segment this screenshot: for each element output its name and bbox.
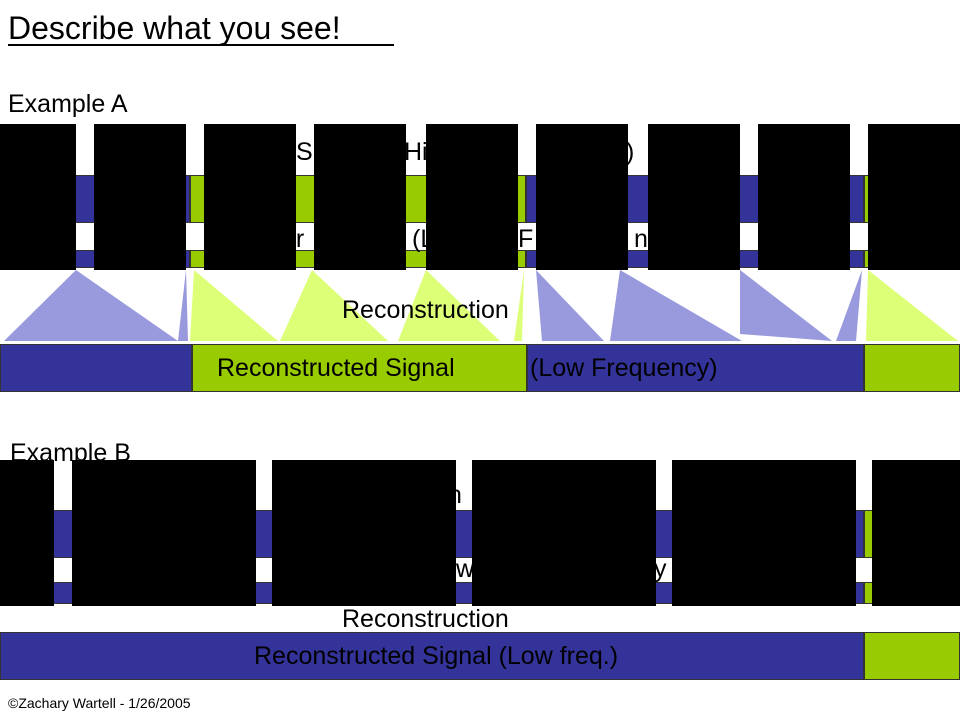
reconstructed-segment-navy — [0, 344, 192, 392]
example-a-samples-label-fragment: F — [518, 225, 534, 253]
example-a-reconstructed-label: Reconstructed Signal — [217, 354, 455, 382]
example-a-signal-label-fragment: S — [296, 138, 313, 166]
example-b-reconstructed-label: Reconstructed Signal (Low freq.) — [254, 642, 619, 670]
reconstructed-segment-green — [864, 632, 960, 680]
reconstruction-wedge — [280, 270, 388, 341]
reconstruction-wedge — [610, 270, 742, 341]
page-title: Describe what you see! — [8, 10, 341, 46]
cover-block — [472, 460, 656, 606]
example-b-samples-label-fragment: w — [456, 555, 475, 583]
cover-block — [0, 124, 76, 270]
example-a-signal-label-fragment: Hi — [404, 138, 428, 166]
reconstruction-wedge — [866, 270, 958, 341]
title-underline — [8, 44, 394, 46]
reconstruction-wedge — [398, 270, 500, 341]
reconstruction-wedge — [4, 270, 178, 341]
cover-block — [868, 124, 960, 270]
cover-block — [272, 460, 456, 606]
reconstructed-segment-green — [864, 344, 960, 392]
reconstruction-wedge — [536, 270, 604, 341]
reconstruction-wedge — [740, 270, 832, 341]
reconstructed-segment-navy — [527, 344, 864, 392]
cover-block — [872, 460, 960, 606]
cover-block — [758, 124, 850, 270]
cover-block — [536, 124, 628, 270]
footer-copyright: ©Zachary Wartell - 1/26/2005 — [8, 695, 191, 711]
reconstruction-wedge — [178, 270, 188, 341]
cover-block — [426, 124, 518, 270]
example-b-reconstruction-label: Reconstruction — [342, 605, 509, 633]
cover-block — [94, 124, 186, 270]
cover-block — [204, 124, 296, 270]
cover-block — [648, 124, 740, 270]
reconstructed-segment-green — [192, 344, 527, 392]
example-a-reconstruction-label: Reconstruction — [342, 296, 509, 324]
cover-block — [0, 460, 54, 606]
cover-block — [314, 124, 406, 270]
example-a-signal-label-fragment: ) — [626, 138, 635, 166]
example-a-reconstructed-label-suffix: (Low Frequency) — [530, 354, 718, 382]
example-b-samples-label-fragment: y — [654, 555, 667, 583]
example-a-reconstructed-band: Reconstructed Signal (Low Frequency) — [0, 344, 960, 392]
reconstruction-wedge — [514, 270, 524, 341]
cover-block — [672, 460, 856, 606]
reconstructed-segment-navy — [0, 632, 864, 680]
cover-block — [72, 460, 256, 606]
reconstruction-wedge — [190, 270, 278, 341]
reconstruction-wedge — [836, 270, 862, 341]
example-b-reconstructed-band: Reconstructed Signal (Low freq.) — [0, 632, 960, 680]
example-a-heading: Example A — [8, 90, 128, 118]
